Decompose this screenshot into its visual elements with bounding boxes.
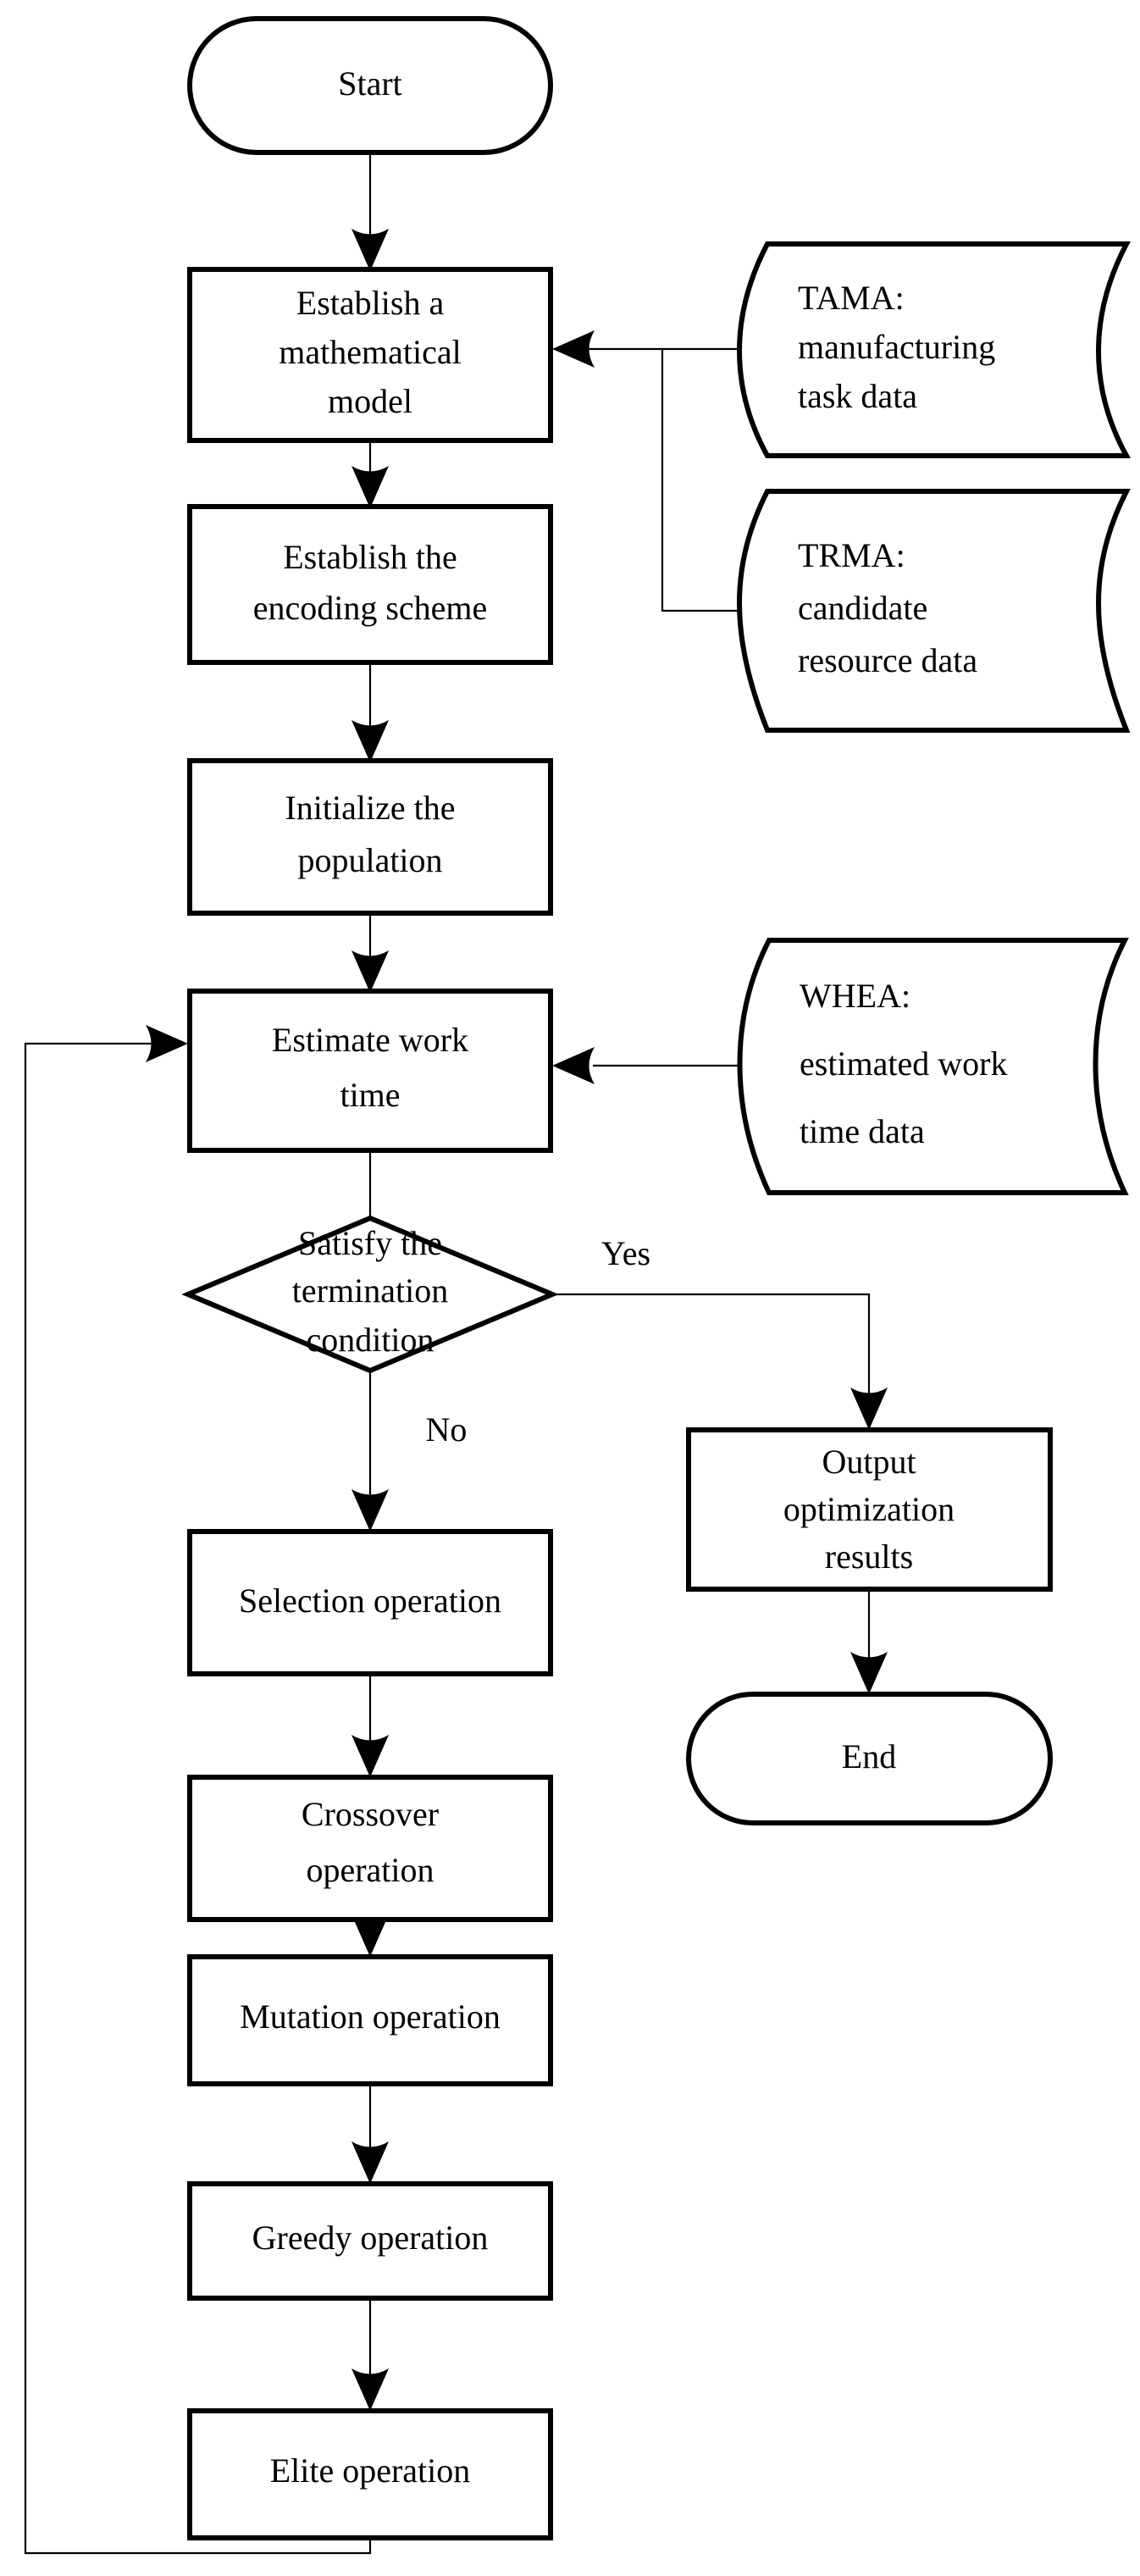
edge-decision-yes-to-output [552,1293,888,1430]
node-end[interactable]: End [686,1692,1053,1825]
node-math-model-line2: mathematical [279,333,461,371]
node-start-label: Start [338,64,402,102]
edge-mutation-to-greedy [351,2082,389,2184]
node-encoding-scheme-line2: encoding scheme [253,589,488,627]
node-termination-decision-line2: termination [292,1271,448,1310]
node-output-results-line3: results [825,1537,913,1576]
node-math-model-line1: Establish a [296,284,445,322]
node-termination-decision[interactable]: Satisfy the termination condition [181,1215,559,1374]
node-tama-store-line2: manufacturing [798,328,995,366]
edge-start-to-math-model [351,152,389,271]
node-tama-store-line1: TAMA: [798,279,905,317]
node-greedy-operation-line1: Greedy operation [252,2219,489,2257]
edge-greedy-to-elite [351,2296,389,2411]
node-selection-operation[interactable]: Selection operation [187,1529,553,1676]
node-init-population-line2: population [297,841,442,879]
node-greedy-operation[interactable]: Greedy operation [187,2181,553,2301]
node-tama-store[interactable]: TAMA: manufacturing task data [737,241,1132,458]
node-mutation-operation-line1: Mutation operation [240,1997,501,2036]
edge-output-to-end [850,1589,888,1694]
node-math-model-line3: model [328,382,412,420]
edge-math-model-to-encoding [351,440,389,508]
node-tama-store-line3: task data [798,377,917,415]
edge-label-yes: Yes [601,1234,650,1272]
node-whea-store-line3: time data [800,1112,925,1150]
edge-decision-no-to-selection [351,1371,389,1532]
node-elite-operation[interactable]: Elite operation [187,2408,553,2540]
node-crossover-operation-line1: Crossover [302,1795,439,1833]
node-trma-store-line3: resource data [798,641,977,679]
edge-label-no: No [426,1410,468,1449]
node-estimate-work-time-line2: time [340,1076,400,1114]
node-whea-store[interactable]: WHEA: estimated work time data [737,938,1129,1195]
edge-init-to-estimate [351,913,389,993]
node-estimate-work-time-line1: Estimate work [272,1021,468,1059]
node-trma-store[interactable]: TRMA: candidate resource data [737,489,1131,733]
node-whea-store-line2: estimated work [800,1044,1008,1083]
node-output-results-line2: optimization [783,1490,955,1528]
node-selection-operation-line1: Selection operation [239,1582,501,1620]
node-init-population[interactable]: Initialize the population [187,758,553,916]
node-mutation-operation[interactable]: Mutation operation [187,1954,553,2086]
edge-whea-to-estimate [552,1047,769,1084]
node-start[interactable]: Start [187,16,553,155]
node-crossover-operation-line2: operation [306,1851,434,1889]
node-termination-decision-line3: condition [306,1321,434,1359]
edge-elite-feedback-loop [24,1025,372,2555]
node-end-label: End [842,1737,896,1776]
node-encoding-scheme[interactable]: Establish the encoding scheme [187,504,553,665]
node-init-population-line1: Initialize the [285,789,455,827]
node-output-results-line1: Output [822,1443,916,1481]
node-trma-store-line2: candidate [798,589,927,627]
edge-encoding-to-init [351,662,389,762]
node-termination-decision-line1: Satisfy the [298,1224,442,1262]
edge-selection-to-crossover [351,1674,389,1777]
node-whea-store-line1: WHEA: [800,977,910,1015]
node-encoding-scheme-line1: Establish the [283,538,457,576]
node-estimate-work-time[interactable]: Estimate work time [187,989,553,1153]
node-trma-store-line1: TRMA: [798,536,905,574]
node-crossover-operation[interactable]: Crossover operation [187,1775,553,1922]
node-output-results[interactable]: Output optimization results [686,1427,1053,1592]
edge-crossover-to-mutation [351,1914,389,1957]
edge-data-stores-to-math-model [552,330,767,612]
node-math-model[interactable]: Establish a mathematical model [187,267,553,443]
node-elite-operation-line1: Elite operation [270,2451,471,2490]
